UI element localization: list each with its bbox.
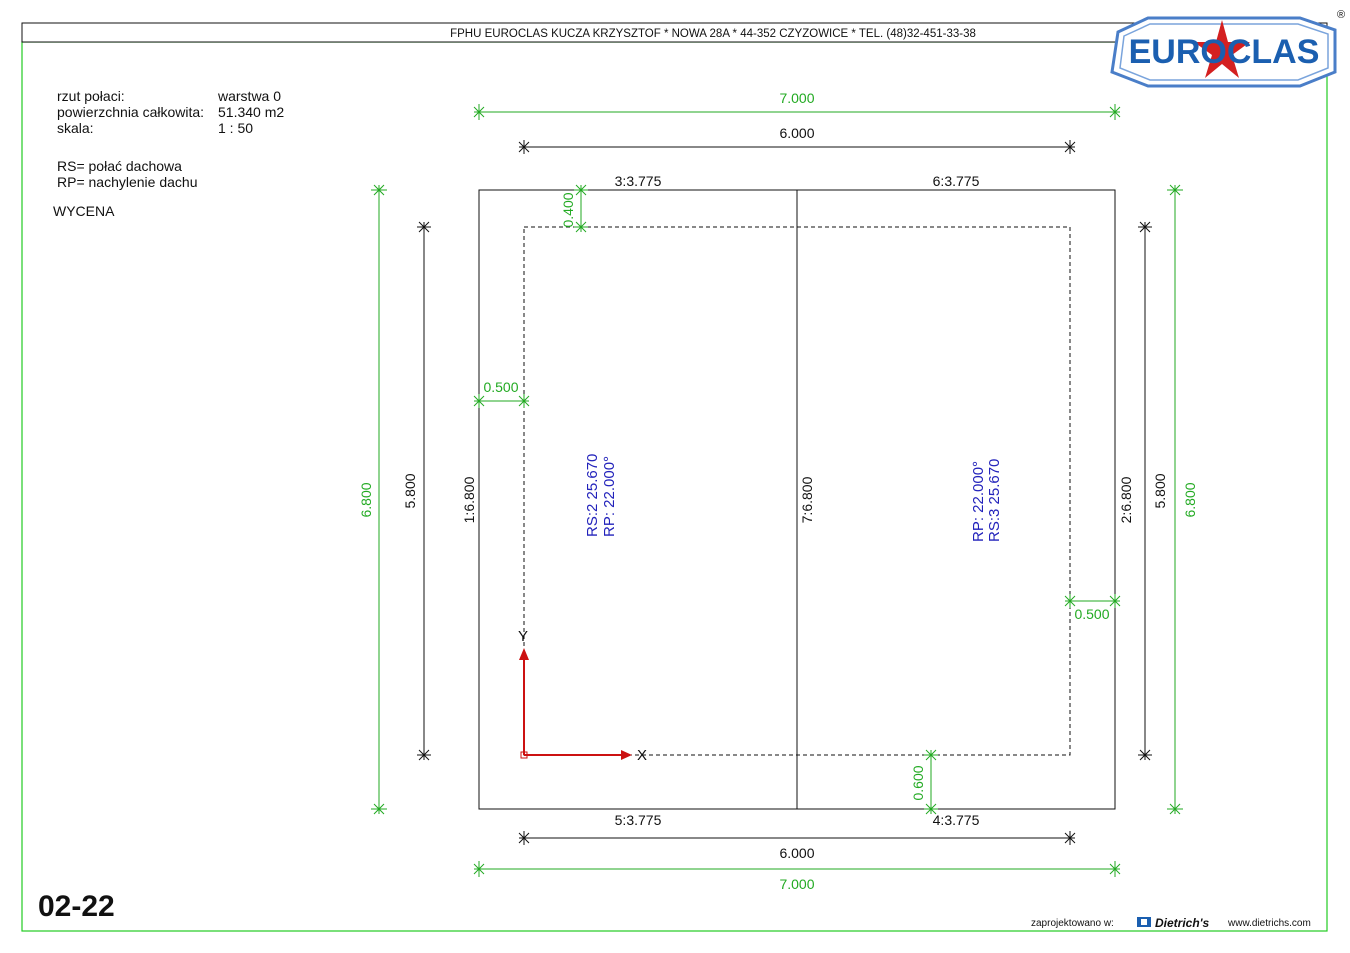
dim-top-overall [473,104,1121,120]
info-label-rzut: rzut połaci: [57,88,125,104]
dim-overhang-bottom-label: 0.600 [910,765,926,800]
registered-mark: ® [1337,9,1345,21]
edge-3-label: 3:3.775 [615,173,662,189]
dim-overhang-right-label: 0.500 [1074,606,1109,622]
dim-bottom-overall-label: 7.000 [779,876,814,892]
dim-left-inner [417,221,431,761]
website-link[interactable]: www.dietrichs.com [1227,918,1311,929]
dim-top-overall-label: 7.000 [779,90,814,106]
wall-outline [523,226,1071,756]
legend-rp: RP= nachylenie dachu [57,174,198,190]
dim-right-overall [1167,184,1183,815]
dim-left-inner-label: 5.800 [402,473,418,508]
euroclas-logo: EUROCLAS [1110,16,1337,88]
dim-overhang-top-label: 0.400 [560,192,576,227]
dim-left-overall [371,184,387,815]
plane-left-rs: RS:2 25.670 [584,454,601,537]
edge-1-label: 1:6.800 [461,476,477,523]
edge-2-label: 2:6.800 [1118,476,1134,523]
dietrichs-logo-icon [1137,917,1151,927]
sheet-number: 02-22 [38,890,115,923]
star-icon [1194,20,1250,78]
dim-top-inner [518,140,1076,154]
dim-right-inner [1138,221,1152,761]
company-line: FPHU EUROCLAS KUCZA KRZYSZTOF * NOWA 28A… [450,28,976,40]
edge-4-label: 4:3.775 [933,812,980,828]
info-value-rzut: warstwa 0 [217,88,281,104]
dim-right-inner-label: 5.800 [1152,473,1168,508]
legend-rs: RS= połać dachowa [57,158,182,174]
edge-5-label: 5:3.775 [615,812,662,828]
dim-right-overall-label: 6.800 [1182,482,1198,517]
dim-overhang-left [473,394,530,408]
axis-x-label: X [637,747,647,764]
axes-origin [519,648,632,760]
dim-top-inner-label: 6.000 [779,125,814,141]
plane-left-rp: RP: 22.000° [601,456,618,537]
dim-bottom-inner [518,831,1076,845]
wycena-label: WYCENA [53,203,115,219]
axis-y-label: Y [518,628,528,645]
logo-text: EUROCLAS [1129,33,1320,71]
dim-left-overall-label: 6.800 [358,482,374,517]
dim-bottom-inner-label: 6.000 [779,845,814,861]
dim-bottom-overall [473,861,1121,877]
dim-overhang-top [574,184,588,233]
edge-7-label: 7:6.800 [799,476,815,523]
plane-right-rp: RP: 22.000° [970,461,987,542]
software-name: Dietrich's [1155,916,1210,930]
edge-6-label: 6:3.775 [933,173,980,189]
info-label-area: powierzchnia całkowita: [57,104,204,120]
info-value-area: 51.340 m2 [218,104,284,120]
designed-with-label: zaprojektowano w: [1031,918,1114,929]
dim-overhang-right [1064,594,1121,608]
info-value-scale: 1 : 50 [218,120,253,136]
info-label-scale: skala: [57,120,94,136]
dim-overhang-bottom [924,749,938,815]
dim-overhang-left-label: 0.500 [483,379,518,395]
plane-right-rs: RS:3 25.670 [986,459,1003,542]
